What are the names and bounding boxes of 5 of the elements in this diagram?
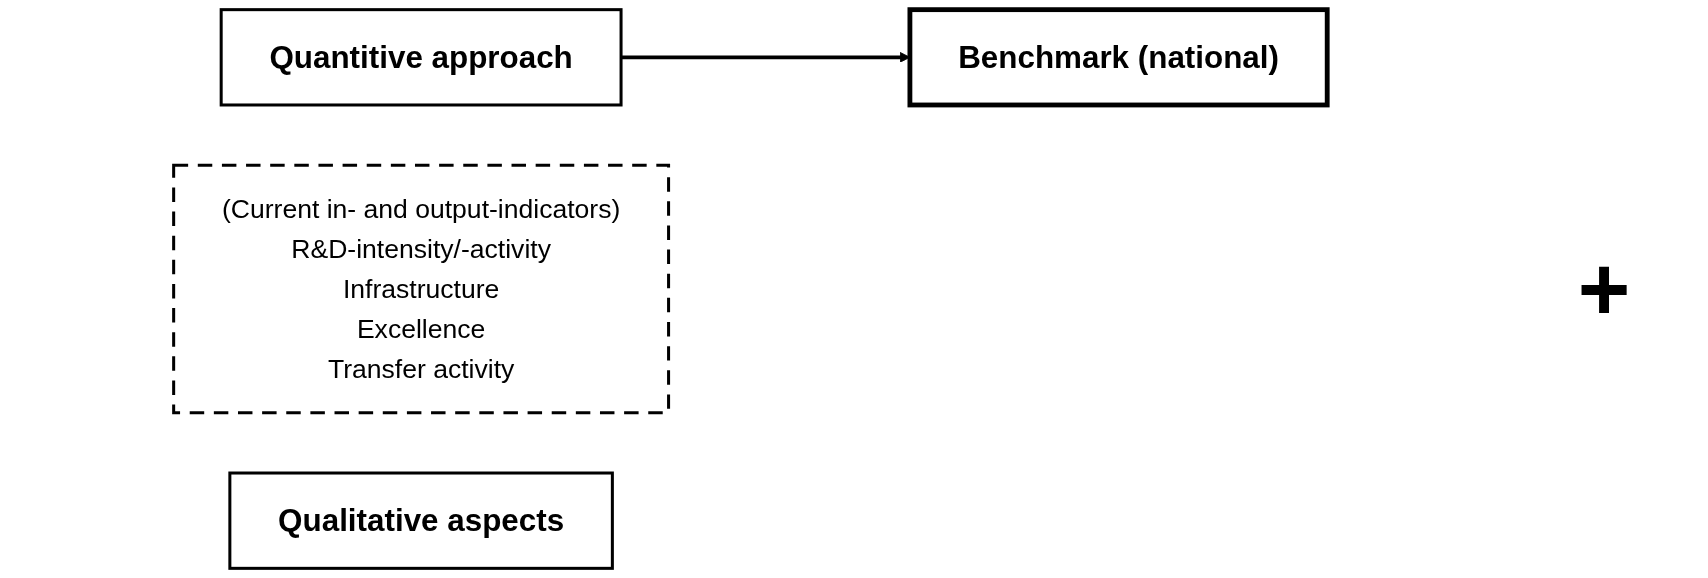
node-box: Benchmark (national) bbox=[907, 7, 1330, 108]
node-box: Quantitive approach bbox=[219, 8, 623, 107]
node-box: (Current in- and output-indicators) R&D-intensity/-activity Infrastructure Excellence Transfer activity bbox=[171, 163, 670, 415]
plus-sign: + bbox=[1577, 244, 1631, 334]
node-box: Qualitative aspects bbox=[227, 471, 614, 570]
